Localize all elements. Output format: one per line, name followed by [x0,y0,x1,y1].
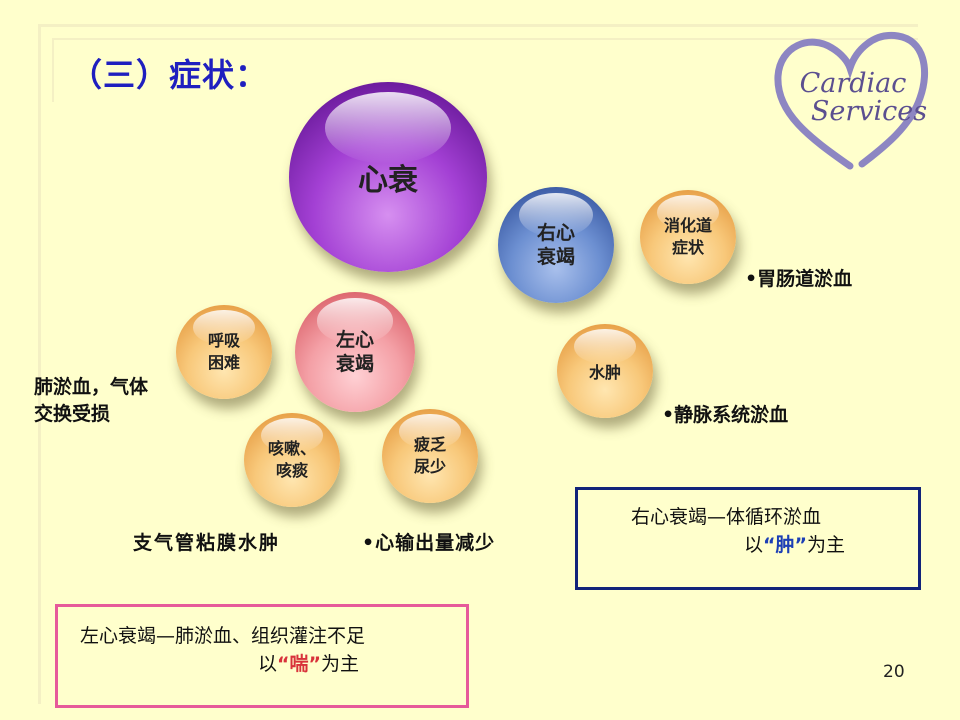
left-hf-line2: 以“喘”为主 [258,649,359,676]
sphere-label-line: 消化道 [663,216,712,235]
sphere-label: 右心 衰竭 [537,221,575,269]
sphere-label: 左心 衰竭 [336,328,374,376]
heart-icon [774,31,929,170]
sphere-edema: 水肿 [557,324,653,418]
note-venous-congestion: •静脉系统淤血 [662,404,789,426]
note-lung-congestion: 肺淤血，气体 交换受损 [34,374,148,428]
left-hf-line1: 左心衰竭—肺淤血、组织灌注不足 [80,625,366,647]
right-hf-suffix: 为主 [807,534,846,556]
sphere-shine [193,309,255,346]
sphere-fatigue: 疲乏 尿少 [382,409,478,503]
left-hf-summary-box: 左心衰竭—肺淤血、组织灌注不足 以“喘”为主 [55,604,469,708]
right-hf-prefix: 以 [744,534,764,556]
sphere-label-line: 困难 [207,353,240,372]
note-bronchial-edema: 支气管粘膜水肿 [133,532,281,554]
right-hf-summary-box: 右心衰竭—体循环淤血 以“肿”为主 [575,487,921,590]
sphere-label-line: 右心 [536,222,575,244]
sphere-shine [399,413,461,450]
sphere-digestive-symptoms: 消化道 症状 [640,190,736,284]
frame-inner-top-line [52,38,918,40]
frame-left-line [38,24,41,704]
sphere-label-line: 疲乏 [413,435,446,454]
right-hf-line2: 以“肿”为主 [744,530,845,557]
sphere-shine [324,91,452,164]
sphere-label: 呼吸 困难 [208,330,240,374]
sphere-label: 水肿 [588,363,621,382]
sphere-heart-failure: 心衰 [289,82,487,272]
sphere-label: 疲乏 尿少 [414,434,446,478]
sphere-label: 消化道 症状 [664,215,712,259]
logo-text: Cardiac Services [778,70,928,126]
sphere-label-line: 呼吸 [207,331,240,350]
sphere-label-line: 衰竭 [335,353,374,375]
sphere-label-line: 左心 [335,329,374,351]
sphere-left-heart-failure: 左心 衰竭 [295,292,415,412]
sphere-label: 心衰 [358,163,418,198]
note-gi-congestion: •胃肠道淤血 [745,268,853,290]
sphere-label-line: 症状 [671,238,704,257]
slide-title: （三）症状： [70,56,269,94]
note-line: 交换受损 [34,403,111,425]
sphere-label-line: 咳痰 [275,461,308,480]
logo-line2: Services [810,96,928,127]
frame-inner-left-line [52,38,54,102]
note-low-output: •心输出量减少 [362,532,496,554]
sphere-shine [261,417,323,454]
left-hf-keyword: “喘” [277,653,321,675]
frame-top-line [38,24,918,27]
sphere-shine [316,298,394,344]
sphere-right-heart-failure: 右心 衰竭 [498,187,614,303]
cardiac-services-logo: Cardiac Services [770,28,930,178]
sphere-cough: 咳嗽、 咳痰 [244,413,340,507]
right-hf-line1: 右心衰竭—体循环淤血 [631,506,822,528]
logo-line1: Cardiac [799,68,907,99]
sphere-label-line: 衰竭 [536,246,575,268]
right-hf-keyword: “肿” [763,534,807,556]
sphere-shine [518,192,594,237]
sphere-label-line: 咳嗽、 [267,439,316,458]
page-number: 20 [883,662,905,682]
note-line: 肺淤血，气体 [34,376,149,398]
left-hf-prefix: 以 [258,653,278,675]
sphere-dyspnea: 呼吸 困难 [176,305,272,399]
sphere-label-line: 尿少 [413,457,446,476]
sphere-shine [574,328,636,365]
left-hf-suffix: 为主 [321,653,360,675]
sphere-shine [657,194,719,231]
sphere-label: 咳嗽、 咳痰 [268,438,316,482]
